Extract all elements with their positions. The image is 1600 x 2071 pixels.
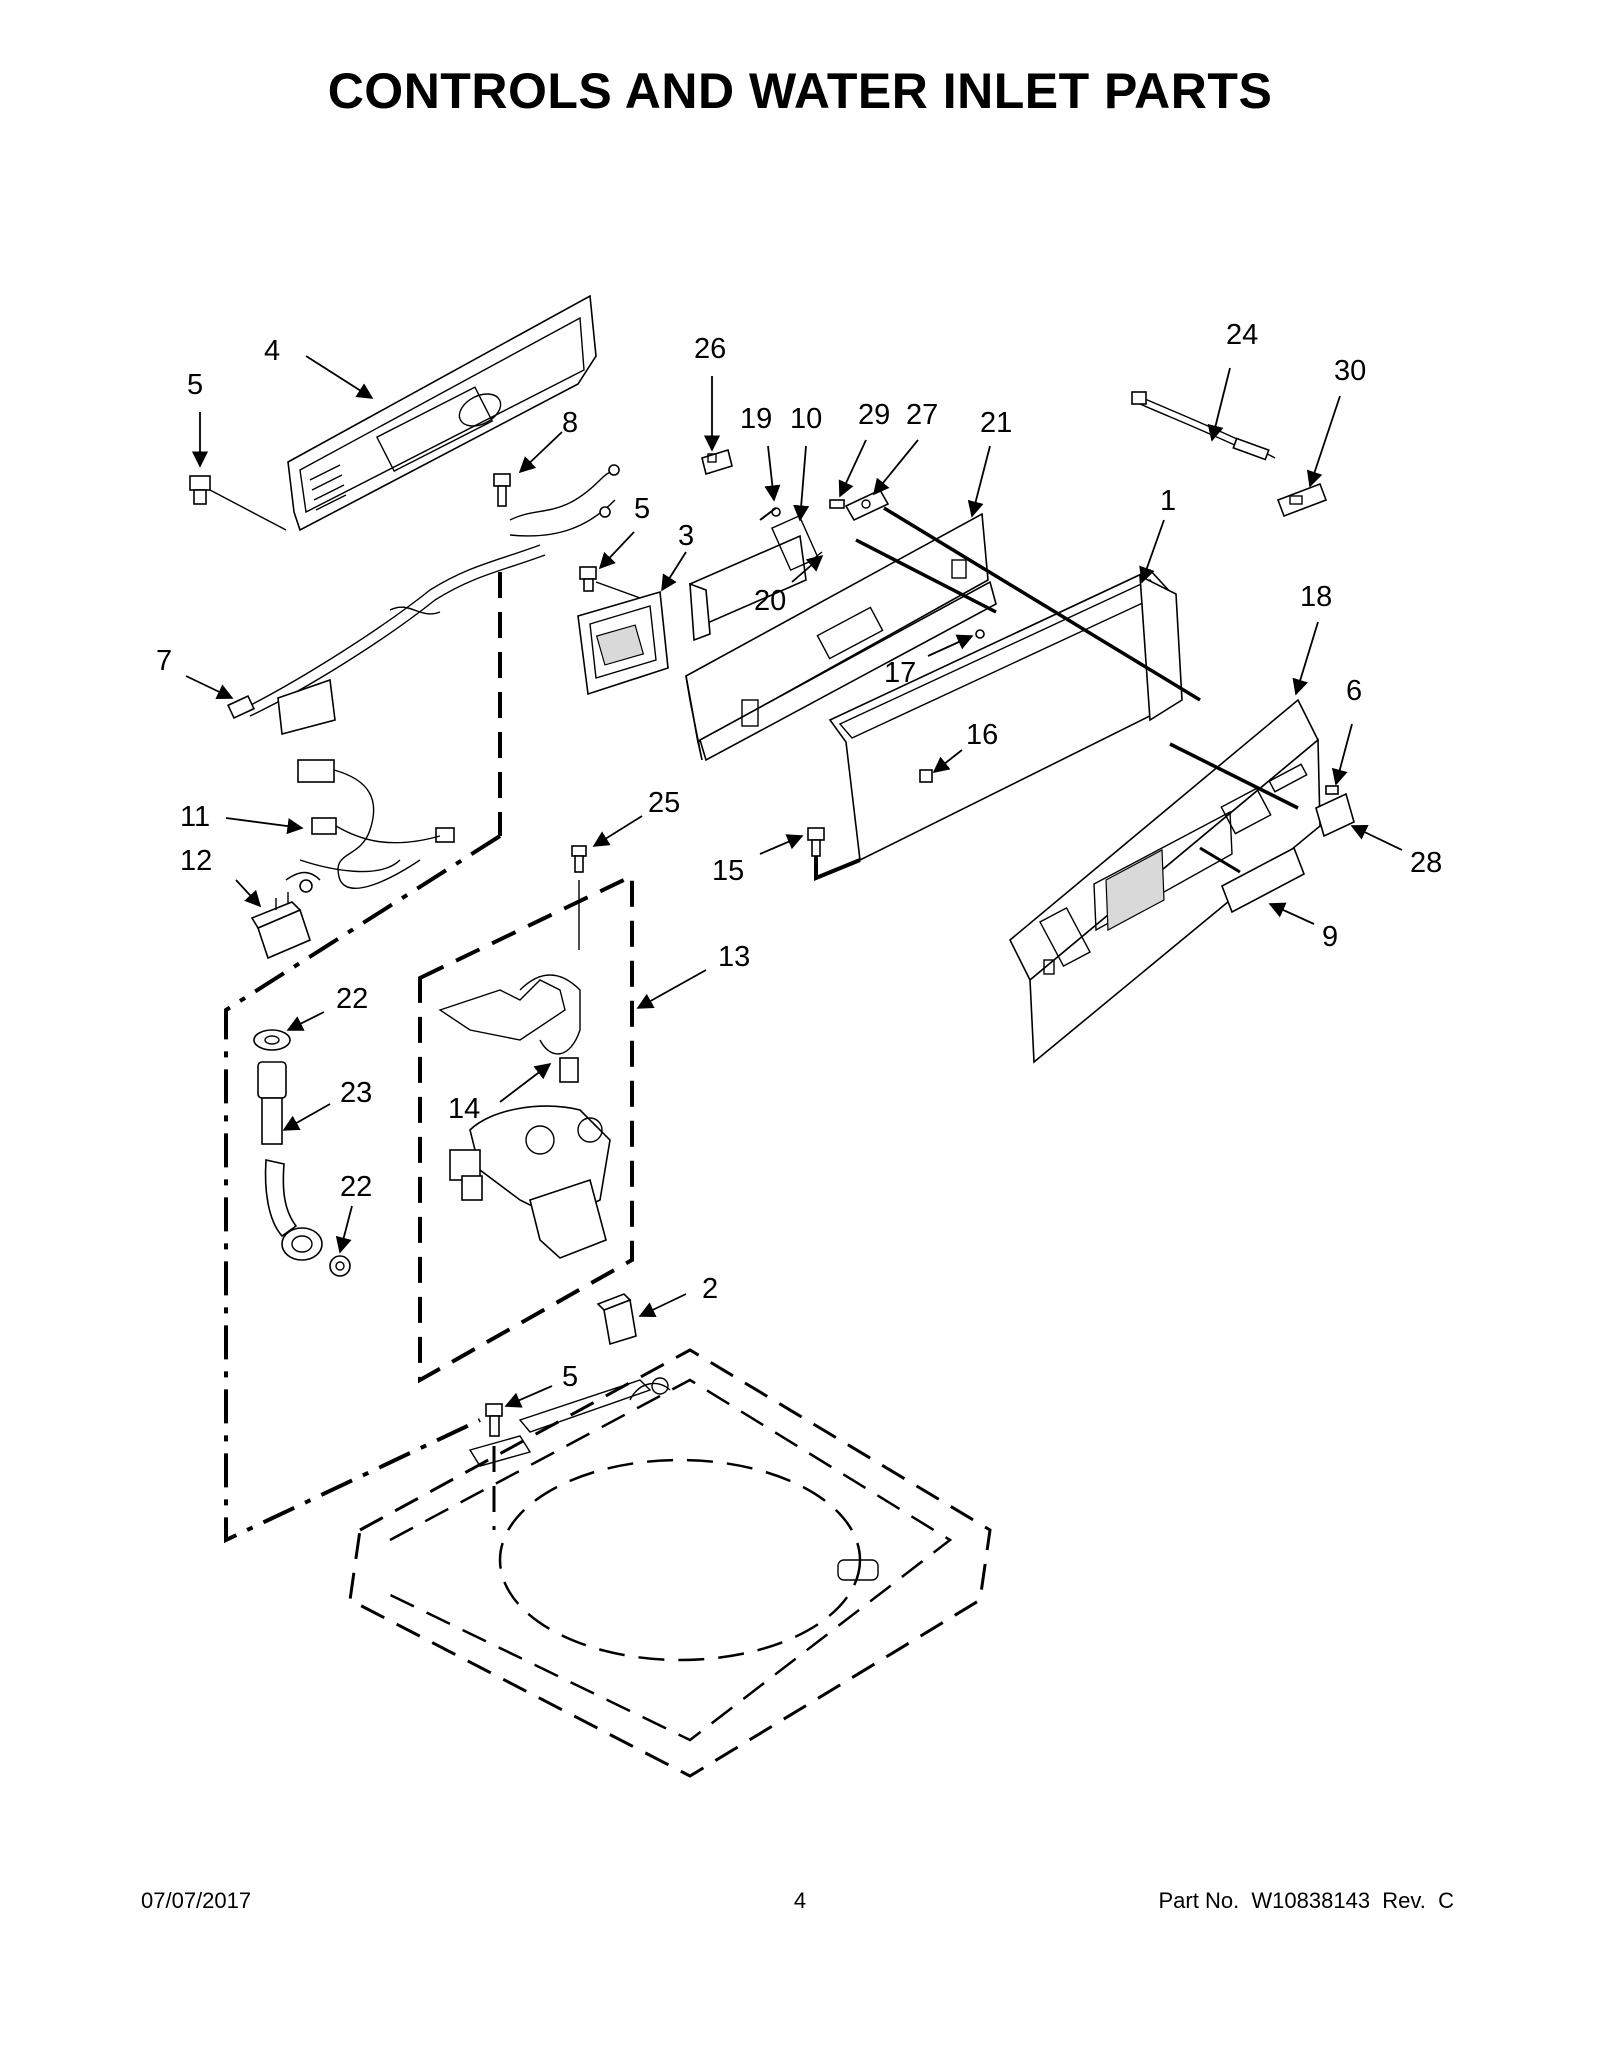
callout-15: 15 <box>712 855 744 887</box>
callout-23: 23 <box>340 1077 372 1109</box>
callout-22: 22 <box>340 1171 372 1203</box>
part-12-relay <box>250 892 311 960</box>
part-23-inlet-hose <box>257 1061 323 1261</box>
part-7-power-cord <box>227 544 546 736</box>
callout-6: 6 <box>1346 675 1362 707</box>
part-5-screw-left <box>189 475 287 531</box>
leader-arrows <box>185 355 1403 1408</box>
callout-13: 13 <box>718 941 750 973</box>
callout-16: 16 <box>966 719 998 751</box>
part-24-wire-harness <box>1131 391 1276 461</box>
part-27-bracket <box>844 488 890 522</box>
top-cover-outline <box>348 1348 992 1778</box>
part-5-screw-center <box>579 566 641 599</box>
part-17-screw <box>975 629 985 639</box>
callout-2: 2 <box>702 1273 718 1305</box>
assembly-lines <box>224 506 1299 1544</box>
callout-labels: 4 5 8 5 3 7 11 12 26 19 10 29 27 21 20 1… <box>156 319 1442 1393</box>
part-3-control-board <box>577 590 669 696</box>
callout-5: 5 <box>634 493 650 525</box>
callout-24: 24 <box>1226 319 1258 351</box>
footer-page-number: 4 <box>793 1888 807 1913</box>
part-22-washer-bottom <box>329 1255 351 1277</box>
part-5-screw-bottom <box>485 1403 503 1437</box>
part-10-bracket <box>689 514 819 642</box>
callout-28: 28 <box>1410 847 1442 879</box>
callout-14: 14 <box>448 1093 480 1125</box>
part-29-screw <box>829 499 845 509</box>
footer-part-number: Part No. W10838143 Rev. C <box>1158 1888 1454 1913</box>
callout-10: 10 <box>790 403 822 435</box>
part-15-screw <box>807 827 861 881</box>
callout-25: 25 <box>648 787 680 819</box>
callout-3: 3 <box>678 520 694 552</box>
part-28-badge <box>1315 792 1355 838</box>
callout-12: 12 <box>180 845 212 877</box>
part-6-screw <box>1325 785 1339 795</box>
callout-26: 26 <box>694 333 726 365</box>
callout-5: 5 <box>187 369 203 401</box>
part-26-clip <box>701 448 733 476</box>
callout-1: 1 <box>1160 485 1176 517</box>
callout-17: 17 <box>884 657 916 689</box>
part-2-component <box>596 1293 637 1346</box>
part-4-rear-panel <box>287 294 597 532</box>
part-8-screw <box>493 473 511 507</box>
footer-date: 07/07/2017 <box>141 1888 252 1913</box>
callout-30: 30 <box>1334 355 1366 387</box>
callout-7: 7 <box>156 645 172 677</box>
part-25-screw <box>571 845 587 950</box>
callout-21: 21 <box>980 407 1012 439</box>
part-18-console-panel <box>1009 698 1321 1064</box>
callout-4: 4 <box>264 335 280 367</box>
part-13-water-valve-group <box>438 974 611 1259</box>
callout-22: 22 <box>336 983 368 1015</box>
callout-8: 8 <box>562 407 578 439</box>
part-11-wire-harness <box>285 759 455 893</box>
callout-27: 27 <box>906 399 938 431</box>
callout-19: 19 <box>740 403 772 435</box>
callout-29: 29 <box>858 399 890 431</box>
callout-11: 11 <box>180 801 210 833</box>
callout-18: 18 <box>1300 581 1332 613</box>
part-16-clip <box>919 769 933 783</box>
callout-5: 5 <box>562 1361 578 1393</box>
wire-harness-main <box>509 464 620 537</box>
part-22-washer-top <box>253 1029 291 1051</box>
part-9-badge <box>1220 846 1306 914</box>
part-30-clip <box>1276 482 1328 518</box>
callout-9: 9 <box>1322 921 1338 953</box>
page-title: CONTROLS AND WATER INLET PARTS <box>327 63 1273 119</box>
callout-20: 20 <box>754 585 786 617</box>
